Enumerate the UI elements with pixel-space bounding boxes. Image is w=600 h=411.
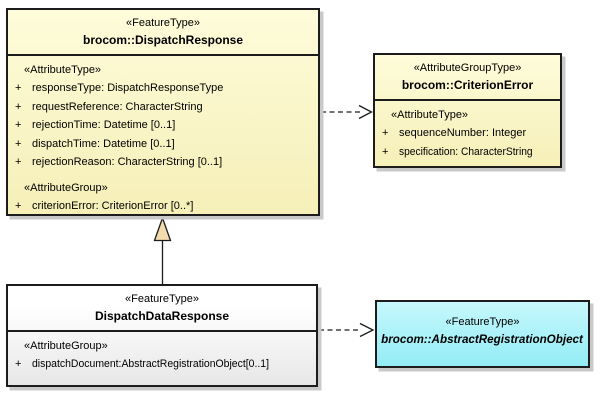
generalization-arrow[interactable]: [153, 216, 172, 284]
class-box-abstract-registration-object[interactable]: «FeatureType» brocom::AbstractRegistrati…: [375, 300, 590, 368]
class-name: brocom::AbstractRegistrationObject: [381, 332, 584, 346]
attribute-text: requestReference: CharacterString: [32, 100, 203, 113]
visibility-marker: +: [15, 82, 22, 94]
attribute-row[interactable]: + criterionError: CriterionError [0..*]: [8, 197, 318, 216]
visibility-marker: +: [15, 137, 22, 150]
class-header: «FeatureType» brocom::DispatchResponse: [8, 10, 318, 56]
attribute-row[interactable]: + requestReference: CharacterString: [8, 98, 318, 117]
class-name: brocom::CriterionError: [401, 78, 534, 92]
visibility-marker: +: [15, 100, 22, 113]
visibility-marker: +: [382, 145, 389, 158]
attribute-row[interactable]: + dispatchDocument:AbstractRegistrationO…: [8, 355, 316, 374]
class-header: «AttributeGroupType» brocom::CriterionEr…: [375, 55, 560, 101]
class-attributes-compartment: «AttributeType» + responseType: Dispatch…: [8, 56, 318, 215]
attribute-text: rejectionReason: CharacterString [0..1]: [32, 156, 223, 168]
open-arrowhead-icon: [358, 104, 373, 120]
class-box-criterion-error[interactable]: «AttributeGroupType» brocom::CriterionEr…: [373, 53, 562, 168]
attribute-row[interactable]: + rejectionReason: CharacterString [0..1…: [8, 153, 318, 172]
stereotype-label: «FeatureType»: [125, 293, 199, 305]
class-header: «FeatureType» brocom::AbstractRegistrati…: [377, 302, 588, 349]
attribute-type-heading: «AttributeType»: [391, 109, 469, 121]
attribute-row[interactable]: + responseType: DispatchResponseType: [8, 79, 318, 98]
attribute-row[interactable]: + dispatchTime: Datetime [0..1]: [8, 135, 318, 154]
attribute-text: criterionError: CriterionError [0..*]: [32, 199, 194, 212]
stereotype-label: «FeatureType»: [126, 17, 200, 29]
attribute-row[interactable]: + sequenceNumber: Integer: [375, 124, 560, 143]
visibility-marker: +: [15, 199, 22, 212]
class-box-dispatch-response[interactable]: «FeatureType» brocom::DispatchResponse «…: [6, 8, 320, 216]
visibility-marker: +: [15, 358, 22, 370]
dependency-arrow-to-criterion-error[interactable]: [321, 104, 373, 120]
class-name: DispatchDataResponse: [94, 309, 230, 323]
class-header: «FeatureType» DispatchDataResponse: [8, 286, 316, 332]
attribute-text: rejectionTime: Datetime [0..1]: [32, 119, 176, 131]
stereotype-label: «FeatureType»: [445, 316, 520, 328]
attribute-row[interactable]: + specification: CharacterString: [375, 143, 560, 162]
attribute-text: dispatchTime: Datetime [0..1]: [32, 137, 175, 150]
class-box-dispatch-data-response[interactable]: «FeatureType» DispatchDataResponse «Attr…: [6, 284, 318, 387]
attribute-text: dispatchDocument:AbstractRegistrationObj…: [32, 358, 269, 370]
visibility-marker: +: [382, 127, 389, 139]
open-arrowhead-icon: [359, 322, 375, 338]
class-attributes-compartment: «AttributeType» + sequenceNumber: Intege…: [375, 101, 560, 161]
attribute-row[interactable]: + rejectionTime: Datetime [0..1]: [8, 116, 318, 135]
attribute-group-heading: «AttributeGroup»: [24, 340, 108, 352]
generalization-triangle-icon: [153, 216, 172, 242]
dependency-arrow-to-abstract-registration-object[interactable]: [319, 322, 375, 338]
attribute-group-heading: «AttributeGroup»: [24, 181, 108, 194]
attribute-text: specification: CharacterString: [399, 145, 533, 158]
attribute-type-heading: «AttributeType»: [24, 64, 102, 76]
attribute-text: responseType: DispatchResponseType: [32, 82, 224, 94]
stereotype-label: «AttributeGroupType»: [413, 62, 522, 74]
attribute-text: sequenceNumber: Integer: [399, 127, 527, 139]
visibility-marker: +: [15, 119, 22, 131]
class-name: brocom::DispatchResponse: [82, 33, 244, 47]
visibility-marker: +: [15, 156, 22, 168]
class-attributes-compartment: «AttributeGroup» + dispatchDocument:Abst…: [8, 332, 316, 374]
